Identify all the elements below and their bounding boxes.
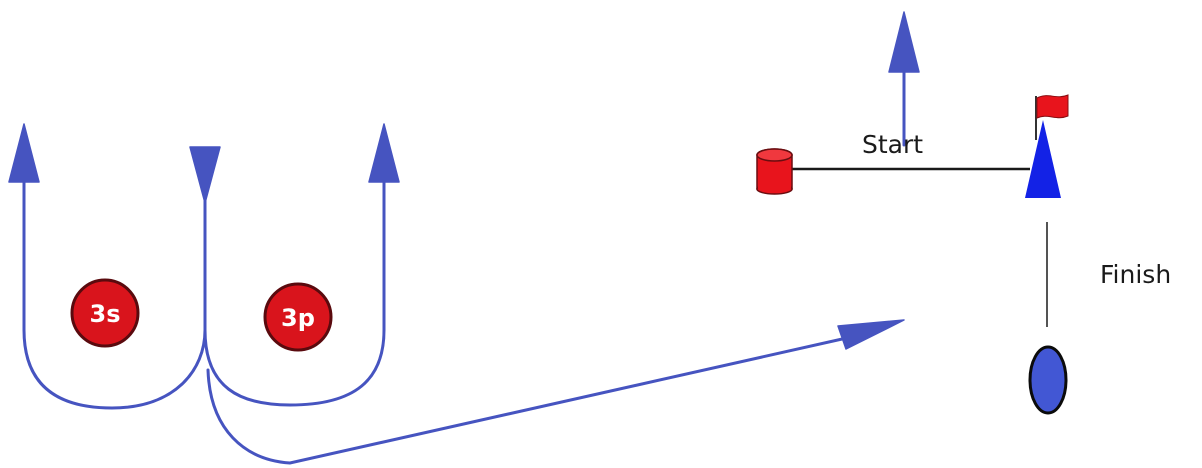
route-left-loop: [22, 166, 207, 410]
red-cylinder-buoy-icon: [756, 148, 793, 195]
right-arrow-icon: [837, 319, 905, 350]
mark-3s: 3s: [70, 278, 140, 348]
route-finish-leg: [206, 333, 862, 465]
mark-3p: 3p: [263, 282, 333, 352]
blue-cone-with-red-flag-icon: [1025, 94, 1069, 198]
route-right-loop: [203, 166, 386, 407]
up-arrow-icon: [888, 11, 920, 73]
start-line-group: Start: [756, 94, 1069, 198]
route-arrowheads: [8, 11, 920, 350]
up-arrow-icon: [368, 123, 400, 183]
mark-3p-buoy: [263, 282, 333, 352]
finish-line-group: Finish: [1028, 222, 1171, 415]
blue-oval-buoy-icon: [1028, 345, 1068, 415]
route-paths: [22, 60, 906, 465]
down-arrow-icon: [189, 146, 221, 204]
mark-3s-label: 3s: [90, 300, 121, 328]
finish-label: Finish: [1100, 260, 1171, 289]
mark-3p-label: 3p: [281, 304, 315, 332]
up-arrow-icon: [8, 123, 40, 183]
start-label: Start: [862, 130, 923, 159]
mark-3s-buoy: [70, 278, 140, 348]
